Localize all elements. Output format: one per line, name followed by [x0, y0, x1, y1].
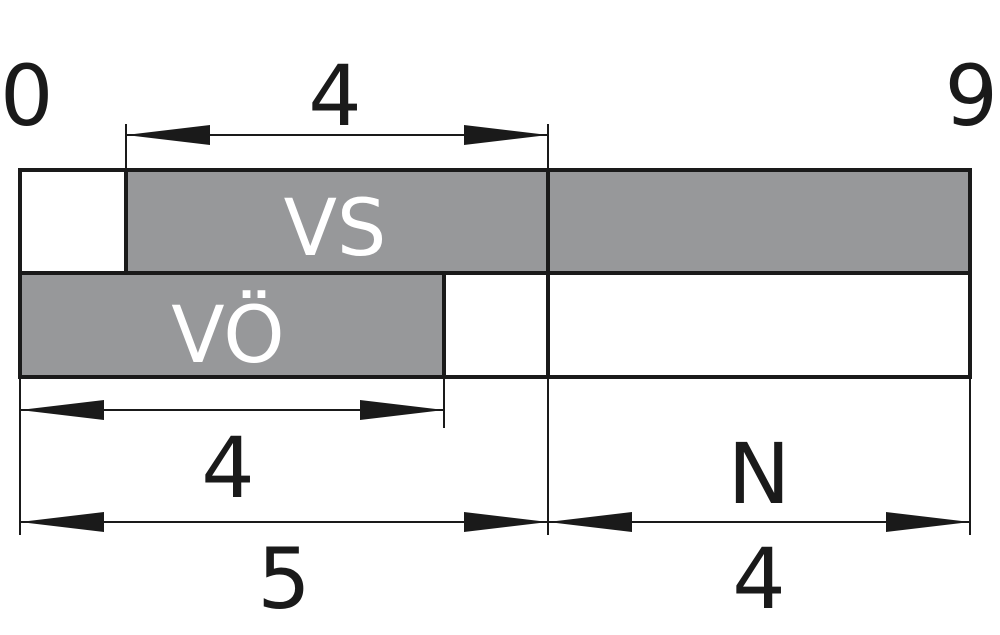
- dimension-left-total-label: 5: [257, 530, 310, 628]
- dimension-vs-label: 4: [308, 47, 361, 145]
- arrowhead-right: [360, 400, 444, 420]
- arrowhead-left: [20, 400, 104, 420]
- arrowhead-right: [886, 512, 970, 532]
- top-row-empty-cell: [18, 168, 128, 275]
- dimension-right-label: 4: [732, 530, 785, 628]
- vo-bar: [18, 271, 446, 379]
- arrowhead-right: [464, 512, 548, 532]
- bottom-row-right-cell: [546, 271, 972, 379]
- arrowhead-left: [548, 512, 632, 532]
- arrowhead-left: [20, 512, 104, 532]
- bottom-row-empty-cell: [442, 271, 550, 379]
- dimension-left-total: 5: [20, 512, 548, 628]
- arrowhead-right: [464, 125, 548, 145]
- scale-end-label: 9: [945, 47, 998, 145]
- dimension-right-name: N: [728, 425, 791, 523]
- vo-label: VÖ: [171, 290, 284, 381]
- dimension-vo-label: 4: [201, 419, 254, 517]
- dimension-vo: 4: [20, 400, 444, 517]
- dimension-vs: 4: [126, 47, 548, 145]
- arrowhead-left: [126, 125, 210, 145]
- dimension-right: N 4: [548, 425, 970, 628]
- vs-label: VS: [284, 184, 387, 274]
- scale-start-label: 0: [0, 47, 53, 145]
